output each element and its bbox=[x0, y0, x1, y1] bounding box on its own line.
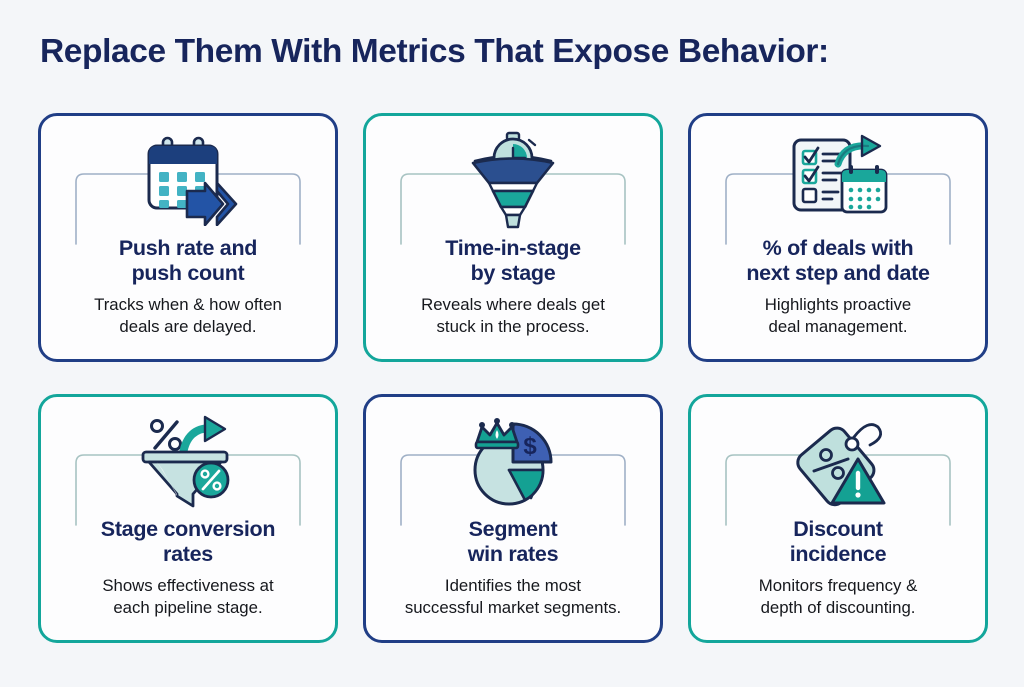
card-title: Push rate and push count bbox=[118, 236, 258, 286]
card-description: Tracks when & how often deals are delaye… bbox=[94, 294, 282, 336]
page-title: Replace Them With Metrics That Expose Be… bbox=[40, 33, 829, 70]
card-description: Shows effectiveness at each pipeline sta… bbox=[102, 575, 274, 617]
price-tag-warning-icon bbox=[788, 411, 888, 511]
metric-card-percent-of-deals-with-next-step-and-date[interactable]: % of deals with next step and date Highl… bbox=[688, 113, 988, 362]
card-description: Identifies the most successful market se… bbox=[404, 575, 622, 617]
stopwatch-funnel-icon bbox=[463, 130, 563, 230]
card-description: Highlights proactive deal management. bbox=[764, 294, 912, 336]
metric-card-time-in-stage-by-stage[interactable]: Time-in-stage by stage Reveals where dea… bbox=[363, 113, 663, 362]
checklist-calendar-arrow-icon bbox=[786, 130, 890, 230]
card-title: Segment win rates bbox=[467, 517, 559, 567]
metrics-card-grid: Push rate and push count Tracks when & h… bbox=[38, 113, 988, 643]
funnel-percent-icon bbox=[137, 411, 239, 511]
card-title: % of deals with next step and date bbox=[746, 236, 930, 286]
card-title: Discount incidence bbox=[789, 517, 887, 567]
metric-card-stage-conversion-rates[interactable]: Stage conversion rates Shows effectivene… bbox=[38, 394, 338, 643]
svg-text:$: $ bbox=[523, 433, 537, 460]
card-description: Reveals where deals get stuck in the pro… bbox=[421, 294, 605, 336]
card-title: Time-in-stage by stage bbox=[445, 236, 581, 286]
metric-card-discount-incidence[interactable]: Discount incidence Monitors frequency & … bbox=[688, 394, 988, 643]
metric-card-push-rate-and-push-count[interactable]: Push rate and push count Tracks when & h… bbox=[38, 113, 338, 362]
card-description: Monitors frequency & depth of discountin… bbox=[758, 575, 918, 617]
card-title: Stage conversion rates bbox=[100, 517, 276, 567]
calendar-forward-arrow-icon bbox=[137, 130, 239, 230]
pie-chart-crown-dollar-icon: $ bbox=[463, 411, 563, 511]
metric-card-segment-win-rates[interactable]: $ Segment win rates Identifies the most … bbox=[363, 394, 663, 643]
